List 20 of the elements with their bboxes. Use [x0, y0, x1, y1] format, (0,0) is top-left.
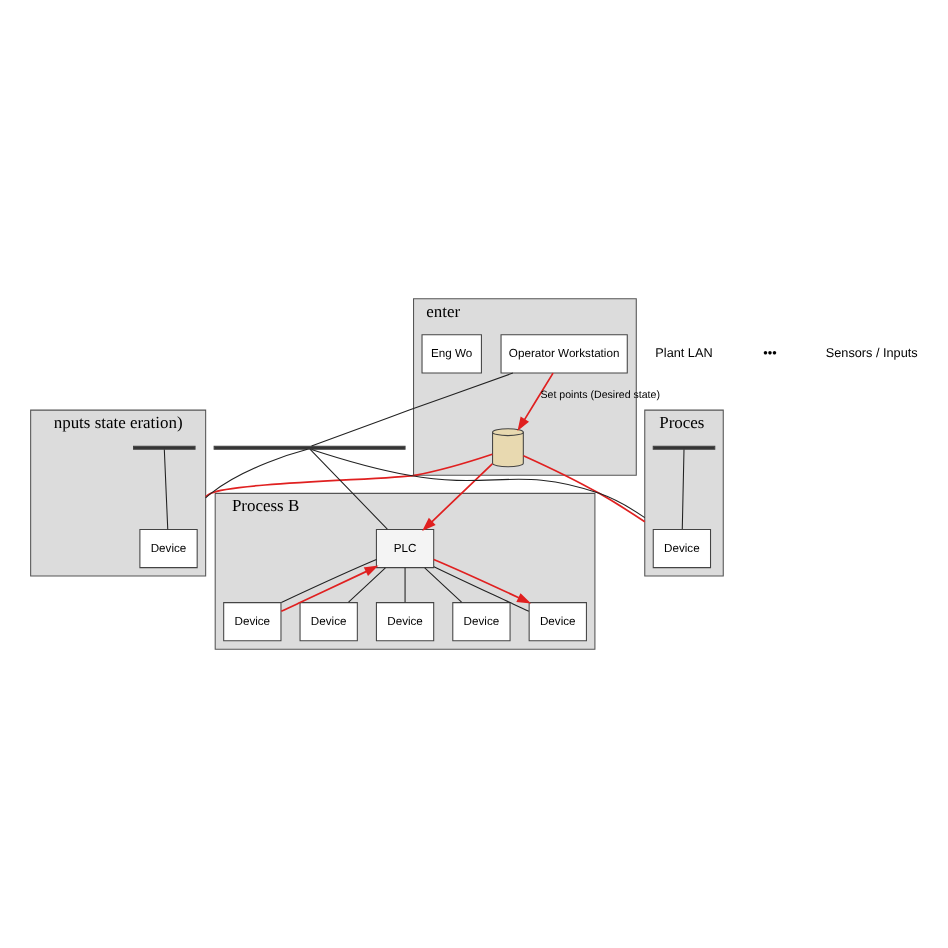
node-bar	[213, 445, 406, 450]
arrow	[280, 565, 379, 613]
connector	[433, 566, 530, 612]
connector	[163, 448, 169, 530]
connector	[310, 448, 646, 519]
connector	[205, 448, 309, 499]
node-bar	[133, 445, 196, 450]
connector	[424, 567, 463, 603]
connector	[681, 448, 685, 530]
connector	[522, 454, 646, 523]
arrow	[422, 462, 494, 532]
connector	[280, 558, 377, 603]
connector	[404, 567, 406, 603]
arrow	[432, 558, 532, 604]
connector	[348, 567, 386, 603]
node-bar	[652, 445, 716, 450]
connector	[309, 448, 388, 530]
connector	[204, 453, 494, 498]
arrow	[517, 372, 554, 432]
connector	[310, 372, 514, 447]
